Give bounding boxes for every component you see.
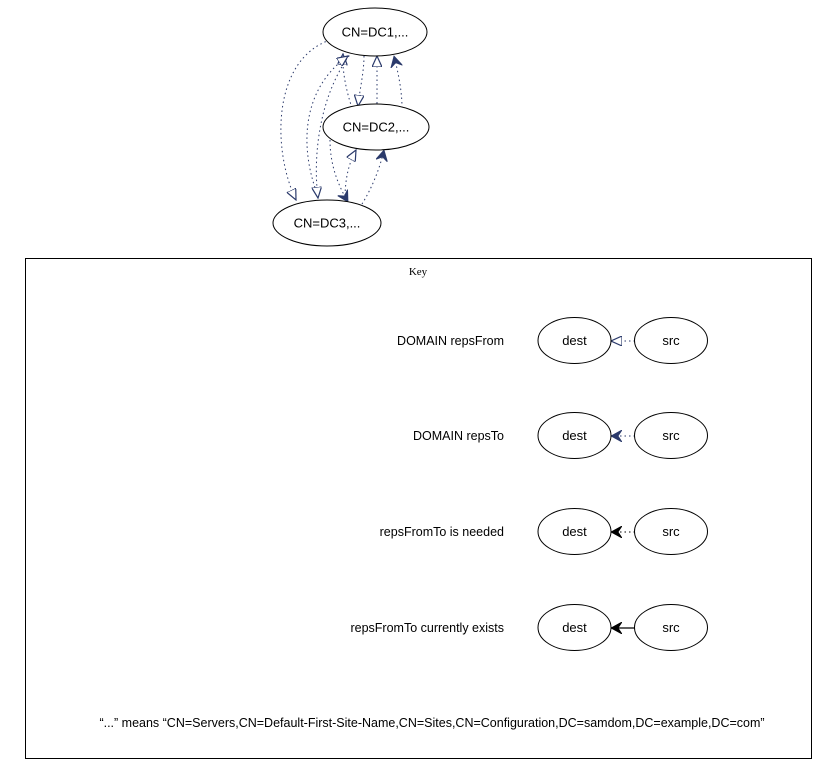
key-note: “...” means “CN=Servers,CN=Default-First… [99,716,764,730]
key-dest-label: dest [562,620,587,635]
node-dc3: CN=DC3,... [272,199,382,247]
key-row-exists: repsFromTo currently exists dest src [350,604,708,651]
node-dc1-label: CN=DC1,... [342,25,409,40]
key-src-label: src [662,524,680,539]
edge-dc3-dc2-repsto [361,150,384,205]
key-dest-label: dest [562,428,587,443]
node-dc1: CN=DC1,... [322,7,428,57]
edge-dc1-dc3-repsfrom [280,39,331,200]
key-row-description: DOMAIN repsFrom [397,334,504,348]
key-dest-node: dest [537,317,612,364]
key-dest-node: dest [537,604,612,651]
edge-dc2-dc1-repsto [394,56,403,109]
edge-dc2-dc3-repsto [329,139,349,202]
key-src-node: src [634,604,708,651]
graph-edges [280,39,403,205]
key-dest-node: dest [537,412,612,459]
key-row-repsto: DOMAIN repsTo dest src [413,412,708,459]
key-dest-label: dest [562,333,587,348]
node-dc2: CN=DC2,... [322,103,430,151]
key-box: Key DOMAIN repsFrom dest src DOMAIN reps… [25,258,812,759]
key-src-label: src [662,428,680,443]
edge-dc3-dc2-repsfrom [344,150,356,201]
edge-dc3-dc1-repsfrom [306,56,348,197]
key-row-description: repsFromTo is needed [380,525,504,539]
key-row-repsfrom: DOMAIN repsFrom dest src [397,317,708,364]
node-dc2-label: CN=DC2,... [343,120,410,135]
key-src-node: src [634,412,708,459]
edge-dc1-dc2-repsfrom [358,55,365,106]
node-dc3-label: CN=DC3,... [294,216,361,231]
key-row-description: repsFromTo currently exists [350,621,504,635]
key-title: Key [409,266,428,278]
key-dest-label: dest [562,524,587,539]
key-src-label: src [662,620,680,635]
key-src-node: src [634,508,708,555]
key-dest-node: dest [537,508,612,555]
key-src-label: src [662,333,680,348]
key-row-needed: repsFromTo is needed dest src [380,508,708,555]
key-row-description: DOMAIN repsTo [413,429,504,443]
key-src-node: src [634,317,708,364]
edge-dc2-dc1-repsfrom [343,54,353,109]
edge-dc1-dc3-repsfrom-b [316,51,353,198]
